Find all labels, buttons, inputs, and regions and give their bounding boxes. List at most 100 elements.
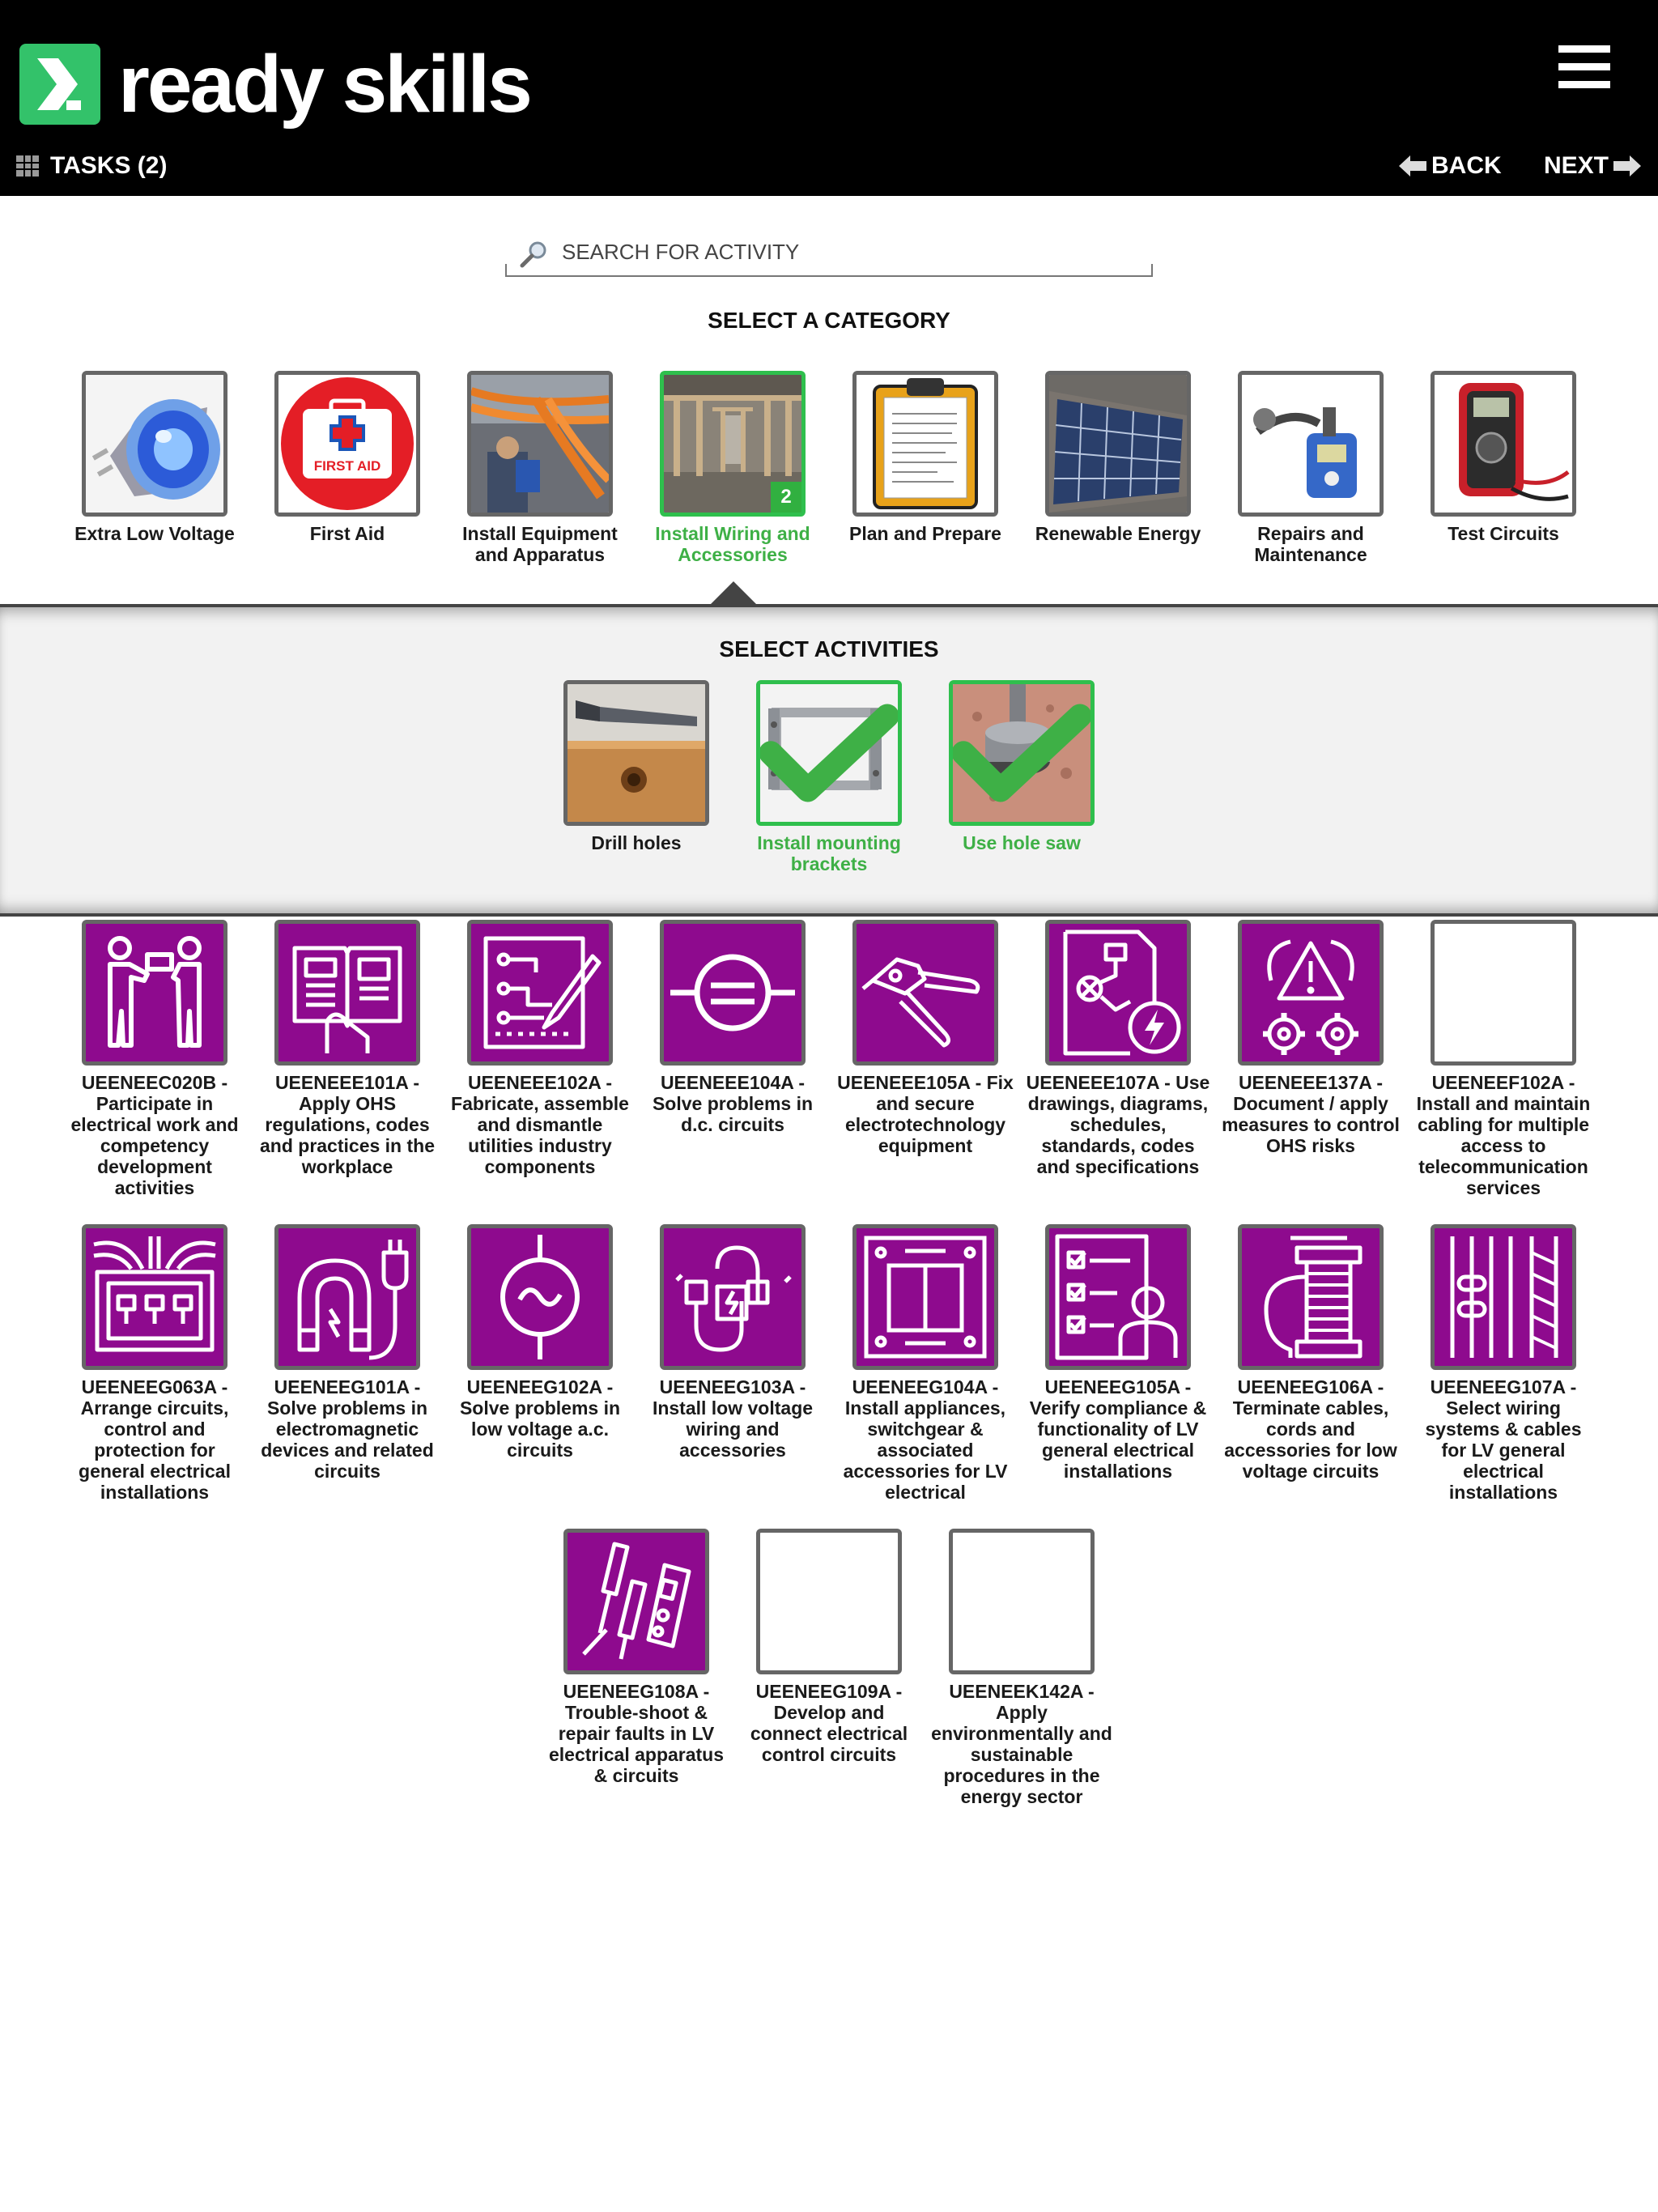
category-label: Install Equipment and Apparatus xyxy=(462,523,618,565)
category-label: Test Circuits xyxy=(1448,523,1559,544)
unit-ueeneee137a[interactable]: UEENEEE137A - Document / apply measures … xyxy=(1214,920,1407,1156)
unit-label: UEENEEG109A - Develop and connect electr… xyxy=(750,1681,908,1765)
unit-label: UEENEEG101A - Solve problems in electrom… xyxy=(261,1376,434,1482)
unit-label: UEENEEE101A - Apply OHS regulations, cod… xyxy=(259,1072,435,1177)
unit-label: UEENEEG063A - Arrange circuits, control … xyxy=(79,1376,231,1503)
brand-logo[interactable]: ready skills xyxy=(19,44,533,125)
magnifier-icon xyxy=(520,241,546,268)
unit-ueeneeg104a[interactable]: UEENEEG104A - Install appliances, switch… xyxy=(829,1224,1022,1503)
unit-ueeneeg108a[interactable]: UEENEEG108A - Trouble-shoot & repair fau… xyxy=(540,1529,733,1786)
task-count-badge: 2 xyxy=(771,482,801,513)
unit-ueeneef102a[interactable]: UEENEEF102A - Install and maintain cabli… xyxy=(1407,920,1600,1198)
cable-connector-icon xyxy=(660,1224,806,1370)
unit-label: UEENEEE102A - Fabricate, assemble and di… xyxy=(451,1072,629,1177)
hole-saw-photo xyxy=(949,680,1095,826)
unit-ueeneeg109a[interactable]: UEENEEG109A - Develop and connect electr… xyxy=(733,1529,925,1765)
unit-label: UEENEEG103A - Install low voltage wiring… xyxy=(652,1376,814,1461)
blank-thumbnail xyxy=(949,1529,1095,1674)
cable-reel-icon xyxy=(1238,1224,1384,1370)
play-chevron-icon xyxy=(19,44,100,125)
next-button[interactable]: NEXT xyxy=(1544,152,1642,180)
manual-book-icon xyxy=(274,920,420,1066)
svg-text:FIRST AID: FIRST AID xyxy=(314,458,380,474)
magnet-plug-icon xyxy=(274,1224,420,1370)
categories-title: SELECT A CATEGORY xyxy=(708,308,950,333)
category-label: First Aid xyxy=(309,523,385,544)
unit-label: UEENEEF102A - Install and maintain cabli… xyxy=(1416,1072,1591,1198)
activity-install-mounting-brackets[interactable]: Install mounting brackets xyxy=(733,680,925,874)
dc-symbol-icon xyxy=(660,920,806,1066)
category-repairs-maintenance[interactable]: Repairs and Maintenance xyxy=(1214,371,1407,565)
activities-title: SELECT ACTIVITIES xyxy=(719,636,939,661)
unit-ueeneek142a[interactable]: UEENEEK142A - Apply environmentally and … xyxy=(925,1529,1118,1807)
activity-label: Install mounting brackets xyxy=(757,832,901,874)
back-label: BACK xyxy=(1431,152,1502,179)
schematic-document-icon xyxy=(1045,920,1191,1066)
unit-ueeneeg101a[interactable]: UEENEEG101A - Solve problems in electrom… xyxy=(251,1224,444,1482)
unit-label: UEENEEE104A - Solve problems in d.c. cir… xyxy=(652,1072,814,1135)
activity-use-hole-saw[interactable]: Use hole saw xyxy=(925,680,1118,853)
unit-label: UEENEEG105A - Verify compliance & functi… xyxy=(1029,1376,1207,1482)
category-label: Plan and Prepare xyxy=(849,523,1001,544)
activity-drill-holes[interactable]: Drill holes xyxy=(540,680,733,853)
presenter-icon xyxy=(82,920,227,1066)
grid-icon xyxy=(16,155,39,177)
tasks-label: TASKS (2) xyxy=(50,152,168,179)
drill-bit-photo xyxy=(563,680,709,826)
unit-ueeneee104a[interactable]: UEENEEE104A - Solve problems in d.c. cir… xyxy=(636,920,829,1135)
clipboard-photo xyxy=(852,371,998,517)
unit-label: UEENEEE137A - Document / apply measures … xyxy=(1222,1072,1400,1156)
unit-ueeneee107a[interactable]: UEENEEE107A - Use drawings, diagrams, sc… xyxy=(1022,920,1214,1177)
cable-tray-photo xyxy=(467,371,613,517)
arrow-right-icon xyxy=(1613,155,1642,177)
unit-label: UEENEEC020B - Participate in electrical … xyxy=(70,1072,239,1198)
unit-ueeneeg105a[interactable]: UEENEEG105A - Verify compliance & functi… xyxy=(1022,1224,1214,1482)
unit-ueeneeg103a[interactable]: UEENEEG103A - Install low voltage wiring… xyxy=(636,1224,829,1461)
multimeter-photo xyxy=(1431,371,1576,517)
unit-ueeneeg102a[interactable]: UEENEEG102A - Solve problems in low volt… xyxy=(444,1224,636,1461)
next-label: NEXT xyxy=(1544,152,1609,179)
unit-ueeneee105a[interactable]: UEENEEE105A - Fix and secure electrotech… xyxy=(829,920,1022,1156)
solar-panel-photo xyxy=(1045,371,1191,517)
category-extra-low-voltage[interactable]: Extra Low Voltage xyxy=(58,371,251,544)
rivet-gun-icon xyxy=(852,920,998,1066)
soldering-station-photo xyxy=(1238,371,1384,517)
category-plan-and-prepare[interactable]: Plan and Prepare xyxy=(829,371,1022,544)
category-test-circuits[interactable]: Test Circuits xyxy=(1407,371,1600,544)
category-label: Repairs and Maintenance xyxy=(1254,523,1367,565)
activity-label: Use hole saw xyxy=(963,832,1081,853)
unit-label: UEENEEG107A - Select wiring systems & ca… xyxy=(1425,1376,1582,1503)
blank-thumbnail xyxy=(1431,920,1576,1066)
activity-label: Drill holes xyxy=(591,832,682,853)
category-install-equipment[interactable]: Install Equipment and Apparatus xyxy=(444,371,636,565)
house-frame-photo: 2 xyxy=(660,371,806,517)
unit-label: UEENEEE105A - Fix and secure electrotech… xyxy=(837,1072,1014,1156)
unit-label: UEENEEG102A - Solve problems in low volt… xyxy=(459,1376,621,1461)
ac-symbol-icon xyxy=(467,1224,613,1370)
halogen-bulb-photo xyxy=(82,371,227,517)
arrow-left-icon xyxy=(1399,155,1426,177)
search-input[interactable] xyxy=(560,236,1130,267)
tasks-button[interactable]: TASKS (2) xyxy=(16,152,167,180)
unit-ueeneeg063a[interactable]: UEENEEG063A - Arrange circuits, control … xyxy=(58,1224,251,1503)
unit-label: UEENEEG108A - Trouble-shoot & repair fau… xyxy=(548,1681,725,1786)
category-first-aid[interactable]: FIRST AID First Aid xyxy=(251,371,444,544)
unit-ueeneec020b[interactable]: UEENEEC020B - Participate in electrical … xyxy=(58,920,251,1198)
unit-ueeneee101a[interactable]: UEENEEE101A - Apply OHS regulations, cod… xyxy=(251,920,444,1177)
back-button[interactable]: BACK xyxy=(1399,152,1502,180)
category-label: Renewable Energy xyxy=(1035,523,1201,544)
circuit-board-pen-icon xyxy=(467,920,613,1066)
unit-ueeneeg107a[interactable]: UEENEEG107A - Select wiring systems & ca… xyxy=(1407,1224,1600,1503)
unit-ueeneeg106a[interactable]: UEENEEG106A - Terminate cables, cords an… xyxy=(1214,1224,1407,1482)
unit-label: UEENEEG106A - Terminate cables, cords an… xyxy=(1224,1376,1397,1482)
unit-ueeneee102a[interactable]: UEENEEE102A - Fabricate, assemble and di… xyxy=(444,920,636,1177)
unit-label: UEENEEE107A - Use drawings, diagrams, sc… xyxy=(1026,1072,1210,1177)
category-install-wiring[interactable]: 2 Install Wiring and Accessories xyxy=(636,371,829,565)
hamburger-menu-icon[interactable] xyxy=(1558,45,1610,89)
wall-switch-icon xyxy=(852,1224,998,1370)
switchboard-icon xyxy=(82,1224,227,1370)
first-aid-kit-photo: FIRST AID xyxy=(274,371,420,517)
screwdriver-tester-icon xyxy=(563,1529,709,1674)
category-renewable-energy[interactable]: Renewable Energy xyxy=(1022,371,1214,544)
mounting-bracket-photo xyxy=(756,680,902,826)
